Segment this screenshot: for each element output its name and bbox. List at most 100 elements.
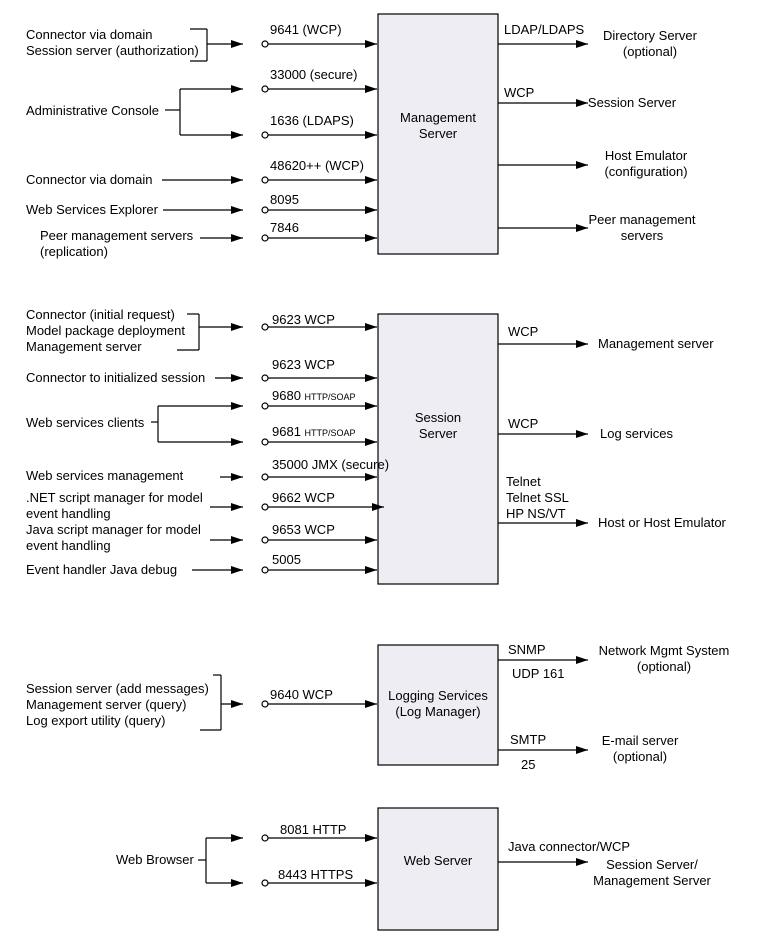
port-number: 9680 [272, 388, 301, 403]
output-line: Network Mgmt System [598, 643, 730, 658]
port-number: 9653 WCP [272, 522, 335, 537]
input-line: Session server (add messages) [26, 681, 209, 696]
input-line: Web Services Explorer [26, 202, 158, 217]
logging-output-1: Network Mgmt System (optional) [590, 643, 738, 675]
protocol-line: Telnet SSL [506, 490, 569, 505]
input-line: Connector via domain [26, 27, 153, 42]
management-server-box [377, 13, 499, 255]
box-line: Web Server [403, 853, 473, 868]
mgmt-input-1: Connector via domain Session server (aut… [26, 27, 199, 59]
session-output-3: Host or Host Emulator [598, 515, 726, 530]
mgmt-protocol-1: LDAP/LDAPS [504, 22, 585, 37]
mgmt-output-4: Peer management servers [572, 212, 712, 244]
protocol-line: WCP [508, 416, 539, 431]
output-line: Host Emulator [604, 148, 688, 163]
input-line: Event handler Java debug [26, 562, 178, 577]
session-input-6: Java script manager for model event hand… [26, 522, 201, 554]
box-line: (Log Manager) [395, 704, 481, 719]
protocol-line: Telnet [506, 474, 541, 489]
logging-output-lines [498, 656, 588, 754]
session-port-8: 5005 [272, 552, 301, 568]
mgmt-port-1: 9641 (WCP) [270, 22, 342, 37]
input-line: Web services management [26, 468, 184, 483]
logging-protocol-1-port: UDP 161 [512, 666, 565, 681]
protocol-line: HP NS/VT [506, 506, 566, 521]
logging-input-bracket [200, 674, 377, 731]
output-line: (optional) [622, 44, 678, 59]
output-line: Session Server [587, 95, 677, 110]
mgmt-output-lines [498, 40, 588, 232]
session-protocol-1: WCP [508, 324, 538, 340]
web-output: Session Server/ Management Server [582, 857, 722, 889]
mgmt-port-2: 33000 (secure) [270, 67, 358, 82]
port-number: 9623 WCP [272, 357, 335, 372]
mgmt-port-3: 1636 (LDAPS) [270, 113, 354, 128]
session-server-box [377, 313, 499, 585]
output-line: Session Server/ [606, 857, 698, 872]
protocol-line: WCP [508, 324, 539, 339]
port-number: 9662 WCP [272, 490, 335, 505]
mgmt-port-4: 48620++ (WCP) [270, 158, 364, 173]
input-line: Administrative Console [26, 103, 159, 118]
logging-protocol-2-port: 25 [521, 757, 536, 772]
mgmt-output-1: Directory Server (optional) [580, 28, 720, 60]
session-output-2: Log services [600, 426, 673, 441]
session-box-label: Session Server [378, 410, 498, 442]
output-line: (optional) [612, 749, 668, 764]
mgmt-output-3: Host Emulator (configuration) [576, 148, 716, 180]
logging-box-label: Logging Services (Log Manager) [378, 688, 498, 720]
mgmt-port-6: 7846 [270, 220, 299, 235]
session-port-2: 9623 WCP [272, 357, 335, 373]
input-line: Connector via domain [26, 172, 153, 187]
logging-port: 9640 WCP [270, 687, 333, 702]
box-line: Server [418, 126, 458, 141]
session-port-7: 9653 WCP [272, 522, 335, 538]
mgmt-input-5: Peer management servers (replication) [40, 228, 193, 260]
web-port-2: 8443 HTTPS [278, 867, 354, 882]
mgmt-input-2: Administrative Console [26, 103, 159, 119]
logging-services-box [377, 644, 499, 766]
input-line: Log export utility (query) [26, 713, 166, 728]
input-line: (replication) [40, 244, 108, 259]
input-line: Web services clients [26, 415, 145, 430]
input-line: Management server (query) [26, 697, 187, 712]
web-box-label: Web Server [378, 853, 498, 869]
management-box-label: Management Server [378, 110, 498, 142]
output-line: (configuration) [604, 164, 688, 179]
session-protocol-2: WCP [508, 416, 538, 432]
session-input-3-fork [151, 402, 243, 446]
session-input-4: Web services management [26, 468, 183, 484]
input-line: Java script manager for model [26, 522, 201, 537]
session-input-7: Event handler Java debug [26, 562, 177, 578]
output-line: E-mail server [601, 733, 679, 748]
web-input: Web Browser [116, 852, 194, 867]
input-line: event handling [26, 538, 111, 553]
mgmt-input-3: Connector via domain [26, 172, 152, 188]
input-line: Connector (initial request) [26, 307, 175, 322]
input-line: Management server [26, 339, 142, 354]
box-line: Management [400, 110, 476, 125]
logging-inputs: Session server (add messages) Management… [26, 681, 209, 729]
box-line: Server [418, 426, 458, 441]
web-server-box [377, 807, 499, 931]
web-input-fork [198, 834, 377, 887]
mgmt-input-4: Web Services Explorer [26, 202, 158, 218]
input-line: event handling [26, 506, 111, 521]
input-line: .NET script manager for model [26, 490, 203, 505]
output-line: Peer management [588, 212, 696, 227]
mgmt-protocol-2: WCP [504, 85, 535, 100]
output-line: Management Server [593, 873, 711, 888]
mgmt-output-2: Session Server [562, 95, 702, 111]
session-port-lines [261, 323, 384, 574]
session-output-1: Management server [598, 336, 714, 351]
input-line: Model package deployment [26, 323, 185, 338]
box-line: Logging Services [388, 688, 488, 703]
mgmt-input-2-fork [165, 85, 243, 139]
session-protocol-3: Telnet Telnet SSL HP NS/VT [506, 474, 569, 522]
port-protocol: HTTP/SOAP [304, 392, 356, 402]
session-port-6: 9662 WCP [272, 490, 335, 506]
logging-protocol-2: SMTP [510, 732, 547, 747]
output-line: (optional) [636, 659, 692, 674]
session-output-lines [498, 340, 588, 527]
